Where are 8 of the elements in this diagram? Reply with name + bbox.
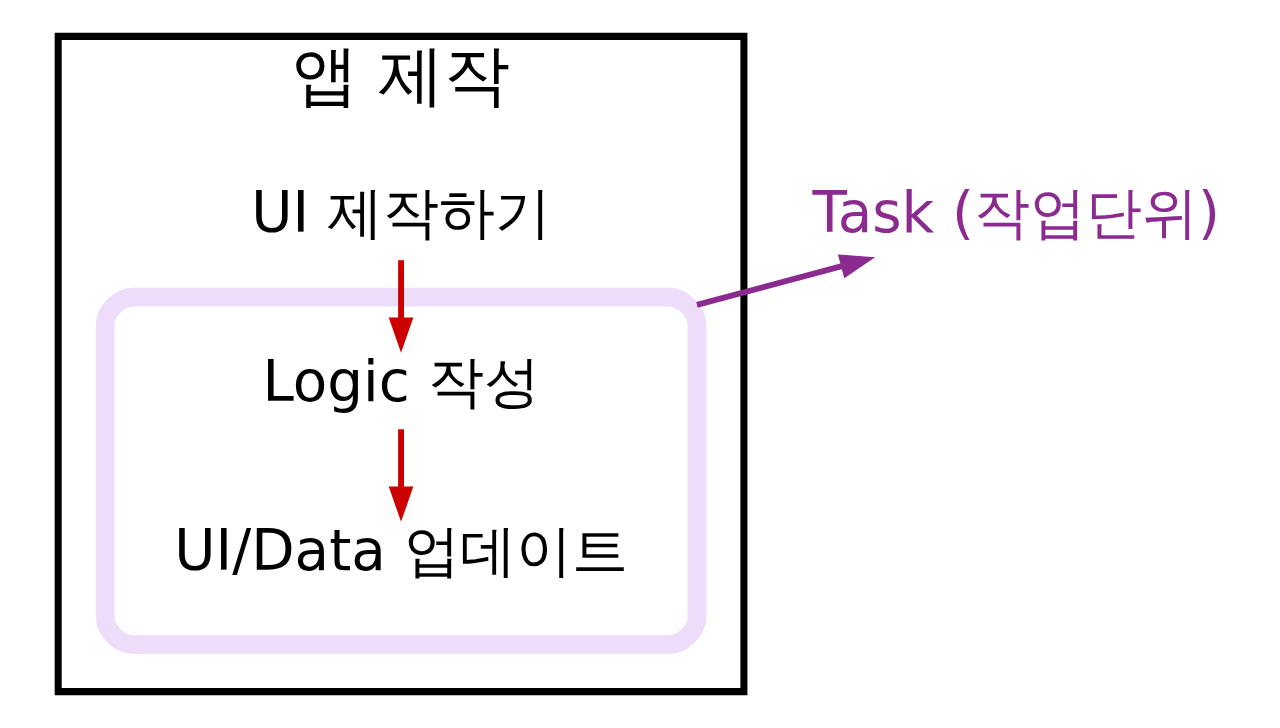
node-text: Logic 작성 [262, 348, 540, 414]
arrow [388, 429, 414, 522]
node-text: Task (작업단위) [812, 179, 1221, 245]
arrow [696, 254, 876, 308]
node-text: UI 제작하기 [251, 179, 551, 245]
arrow [388, 260, 414, 353]
cluster [95, 287, 707, 655]
node-text: UI/Data 업데이트 [174, 517, 628, 583]
